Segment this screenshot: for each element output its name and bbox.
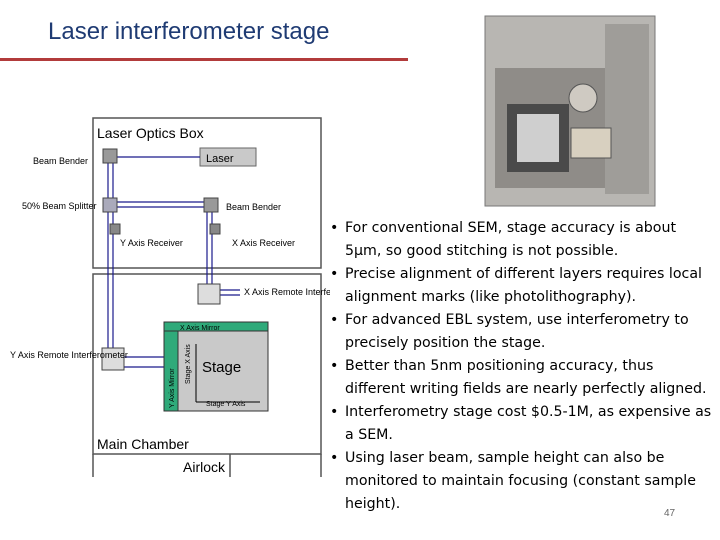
bullet-item: For advanced EBL system, use interferome…	[322, 309, 714, 355]
airlock-label: Airlock	[183, 459, 226, 475]
stage-x-axis-label: Stage X Axis	[185, 344, 192, 384]
beam-splitter	[102, 197, 118, 213]
x-axis-remote-interferometer-label: X Axis Remote Interferometer	[244, 287, 330, 297]
beam-splitter-label: 50% Beam Splitter	[22, 201, 97, 211]
beam-bender-left-label: Beam Bender	[33, 156, 88, 166]
x-receiver	[209, 223, 221, 235]
y-axis-remote-interferometer-label: Y Axis Remote Interferometer	[10, 350, 128, 360]
x-remote-interferometer	[197, 283, 221, 305]
y-receiver	[109, 223, 121, 235]
bullet-item: For conventional SEM, stage accuracy is …	[322, 217, 714, 263]
beam-bender-right	[203, 197, 219, 213]
bullet-item: Interferometry stage cost $0.5-1M, as ex…	[322, 401, 714, 447]
beam-bender-right-label: Beam Bender	[226, 202, 281, 212]
slide-title: Laser interferometer stage	[48, 18, 330, 45]
y-axis-mirror-label: Y Axis Mirror	[169, 368, 176, 408]
stage-photo	[484, 15, 656, 207]
y-axis-receiver-label: Y Axis Receiver	[120, 238, 183, 248]
y-remote-interferometer	[101, 347, 125, 371]
x-axis-mirror-label: X Axis Mirror	[180, 325, 220, 332]
stage-label: Stage	[202, 359, 241, 376]
interferometer-diagram: Laser Optics Box Laser Beam Bender 50% B…	[10, 117, 330, 477]
title-underline	[0, 58, 408, 61]
laser-optics-box-label: Laser Optics Box	[97, 125, 204, 141]
beam-bender-left	[102, 148, 118, 164]
bullet-item: Using laser beam, sample height can also…	[322, 447, 714, 516]
stage-y-axis-label: Stage Y Axis	[206, 401, 246, 408]
main-chamber-label: Main Chamber	[97, 436, 189, 452]
bullet-item: Better than 5nm positioning accuracy, th…	[322, 355, 714, 401]
page-number: 47	[664, 508, 676, 519]
bullet-list: For conventional SEM, stage accuracy is …	[322, 217, 714, 516]
bullet-item: Precise alignment of different layers re…	[322, 263, 714, 309]
stage-box	[177, 330, 269, 412]
laser-label: Laser	[206, 153, 234, 165]
x-axis-receiver-label: X Axis Receiver	[232, 238, 295, 248]
